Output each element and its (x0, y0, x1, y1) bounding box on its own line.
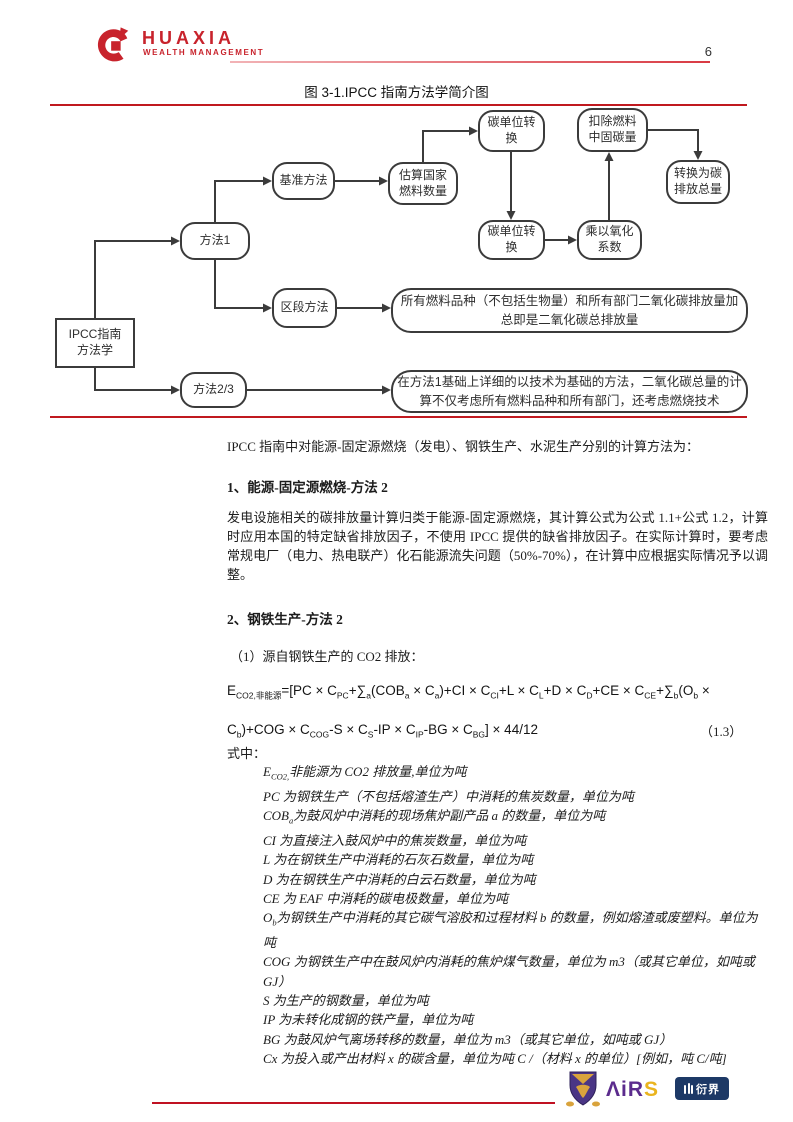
section2-subitem: （1）源自钢铁生产的 CO2 排放： (230, 649, 424, 664)
variable-item: CI 为直接注入鼓风炉中的焦炭数量，单位为吨 (263, 833, 527, 849)
brand-subtitle: WEALTH MANAGEMENT (143, 48, 265, 57)
diagram-connectors (94, 126, 703, 395)
node-carbon-unit-conversion-top: 碳单位转 换 (478, 110, 545, 152)
ipcc-methodology-diagram: IPCC指南 方法学 方法1 方法2/3 基准方法 区段方法 估算国家 燃料数量… (50, 104, 748, 417)
section2-heading: 2、钢铁生产-方法 2 (227, 612, 343, 627)
node-method1: 方法1 (180, 222, 250, 260)
yanjie-bars-icon (684, 1083, 693, 1094)
cuhk-crest-logo (566, 1070, 600, 1108)
figure-title: 图 3-1.IPCC 指南方法学简介图 (304, 85, 489, 100)
node-method23: 方法2/3 (180, 372, 247, 408)
node-sectoral-method: 区段方法 (272, 288, 337, 328)
node-estimate-national-fuel: 估算国家 燃料数量 (388, 162, 458, 205)
section1-heading: 1、能源-固定源燃烧-方法 2 (227, 480, 388, 495)
header-rule (230, 61, 710, 63)
where-label: 式中： (227, 746, 267, 761)
yanjie-logo-text: 衍界 (696, 1083, 720, 1096)
variable-item: ECO2,非能源为 CO2 排放量,单位为吨 (263, 764, 467, 782)
node-carbon-unit-conversion-bottom: 碳单位转 换 (478, 220, 545, 260)
node-multiply-oxidation-factor: 乘以氧化 系数 (577, 220, 642, 260)
node-method23-note: 在方法1基础上详细的以技术为基础的方法，二氧化碳总量的计 算不仅考虑所有燃料品种… (391, 370, 748, 413)
equation-line1: ECO2,非能源=[PC × CPC+∑a(COBa × Ca)+CI × CC… (227, 683, 710, 701)
variable-item: D 为在钢铁生产中消耗的白云石数量，单位为吨 (263, 871, 536, 887)
huaxia-logo-icon (95, 26, 133, 64)
variable-item: S 为生产的钢数量，单位为吨 (263, 993, 429, 1009)
figure-top-rule (50, 104, 747, 106)
variable-definitions-list: ECO2,非能源为 CO2 排放量,单位为吨 PC 为钢铁生产（不包括熔渣生产）… (263, 762, 769, 1068)
page-number: 6 (704, 44, 712, 59)
equation-number: （1.3） (700, 724, 743, 739)
variable-item: BG 为鼓风炉气离场转移的数量，单位为 m3（或其它单位，如吨或 GJ） (263, 1031, 673, 1047)
variable-item: COG 为钢铁生产中在鼓风炉内消耗的焦炉煤气数量，单位为 m3（或其它单位，如吨… (263, 954, 755, 989)
node-sectoral-note: 所有燃料品种（不包括生物量）和所有部门二氧化碳排放量加 总即是二氧化碳总排放量 (391, 288, 748, 333)
airs-logo-accent: S (644, 1078, 660, 1101)
variable-item: IP 为未转化成钢的铁产量，单位为吨 (263, 1012, 474, 1028)
yanjie-logo: 衍界 (675, 1077, 729, 1100)
figure-bottom-rule (50, 416, 747, 418)
airs-logo: ΛiRS (606, 1078, 659, 1102)
variable-item: Cx 为投入或产出材料 x 的碳含量，单位为吨 C /（材料 x 的单位）[例如… (263, 1050, 727, 1066)
variable-item: L 为在钢铁生产中消耗的石灰石数量，单位为吨 (263, 852, 534, 868)
airs-logo-primary: ΛiR (606, 1078, 645, 1101)
footer-rule (152, 1102, 555, 1104)
variable-item: PC 为钢铁生产（不包括熔渣生产）中消耗的焦炭数量，单位为吨 (263, 788, 634, 804)
intro-paragraph: IPCC 指南中对能源-固定源燃烧（发电）、钢铁生产、水泥生产分别的计算方法为： (227, 439, 699, 454)
equation-line2: Cb)+COG × CCOG-S × CS-IP × CIP-BG × CBG]… (227, 722, 538, 740)
section1-paragraph: 发电设施相关的碳排放量计算归类于能源-固定源燃烧，其计算公式为公式 1.1+公式… (227, 510, 768, 582)
node-baseline-method: 基准方法 (272, 162, 335, 200)
variable-item: CE 为 EAF 中消耗的碳电极数量，单位为吨 (263, 890, 509, 906)
node-deduct-stored-carbon: 扣除燃料 中固碳量 (577, 108, 648, 152)
variable-item: Ob为钢铁生产中消耗的其它碳气溶胶和过程材料 b 的数量，例如熔渣或废塑料。单位… (263, 910, 758, 951)
node-convert-total-emissions: 转换为碳 排放总量 (666, 160, 730, 204)
variable-item: COBa为鼓风炉中消耗的现场焦炉副产品 a 的数量，单位为吨 (263, 808, 606, 826)
brand-name: HUAXIA (142, 28, 236, 48)
node-ipcc-methodology: IPCC指南 方法学 (55, 318, 135, 368)
